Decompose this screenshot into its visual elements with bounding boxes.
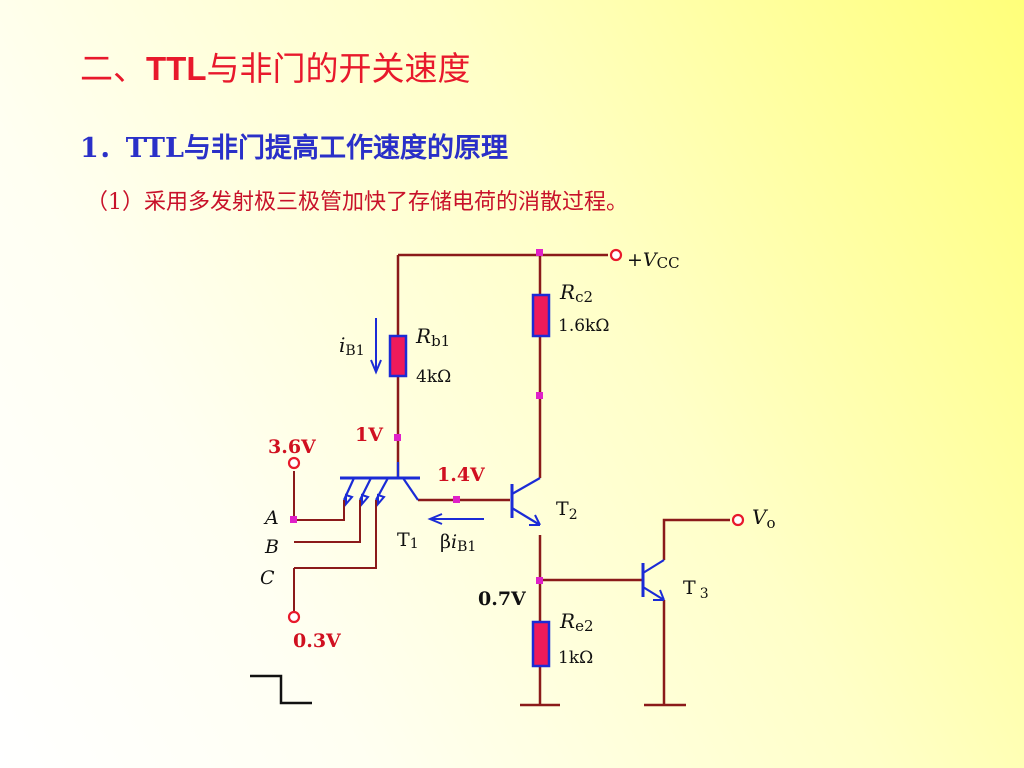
input-b-label: B	[264, 536, 279, 558]
rc2-label: Rc2	[559, 280, 593, 306]
beta-ib1-arrow	[427, 513, 484, 525]
beta-ib1-label: βiB1	[440, 531, 476, 555]
voltage-low-input: 0.3V	[293, 630, 342, 652]
t2-label: T2	[556, 498, 578, 523]
re2-value: 1kΩ	[558, 648, 593, 668]
voltage-t2-base: 1.4V	[437, 464, 486, 486]
vo-wire	[662, 518, 730, 560]
rc2-resistor	[531, 293, 551, 338]
re2-label: Re2	[559, 609, 593, 635]
input-a-wire	[293, 471, 345, 521]
input-c-wire	[294, 500, 377, 569]
rb1-resistor	[388, 334, 408, 378]
ib1-arrow	[370, 318, 382, 375]
slide-title: 二、TTL与非门的开关速度	[80, 49, 471, 88]
input-c-label: C	[260, 567, 275, 589]
vcc-label: +VCC	[627, 249, 680, 272]
vcc-terminal	[609, 248, 623, 262]
voltage-t1-base: 1V	[355, 424, 384, 446]
input-step-waveform	[250, 674, 312, 705]
rb1-label: Rb1	[415, 324, 450, 350]
node-t2-emitter	[536, 577, 543, 584]
node-t1-base	[394, 434, 401, 441]
node-rc2	[536, 392, 543, 399]
principle-point: （1）采用多发射极三极管加快了存储电荷的消散过程。	[86, 190, 628, 215]
ib1-label: iB1	[339, 333, 365, 359]
voltage-t2-emitter: 0.7V	[478, 588, 527, 610]
input-high-terminal	[287, 456, 301, 470]
node-t2-base	[453, 496, 460, 503]
rb1-value: 4kΩ	[416, 367, 451, 387]
input-low-terminal	[287, 610, 301, 624]
t1-label: T1	[397, 529, 419, 552]
input-a-label: A	[263, 507, 279, 529]
t3-transistor	[641, 559, 665, 601]
rc2-value: 1.6kΩ	[558, 316, 609, 336]
node-vcc	[536, 249, 543, 256]
section-heading: 1．TTL与非门提高工作速度的原理	[80, 133, 508, 164]
t2-transistor	[510, 477, 541, 526]
vo-label: Vo	[752, 505, 775, 532]
voltage-high-input: 3.6V	[268, 436, 317, 458]
input-b-wire	[294, 500, 361, 543]
t1-transistor	[340, 462, 420, 507]
re2-resistor	[531, 620, 551, 668]
node-input-a	[290, 516, 297, 523]
vo-terminal	[731, 513, 745, 527]
